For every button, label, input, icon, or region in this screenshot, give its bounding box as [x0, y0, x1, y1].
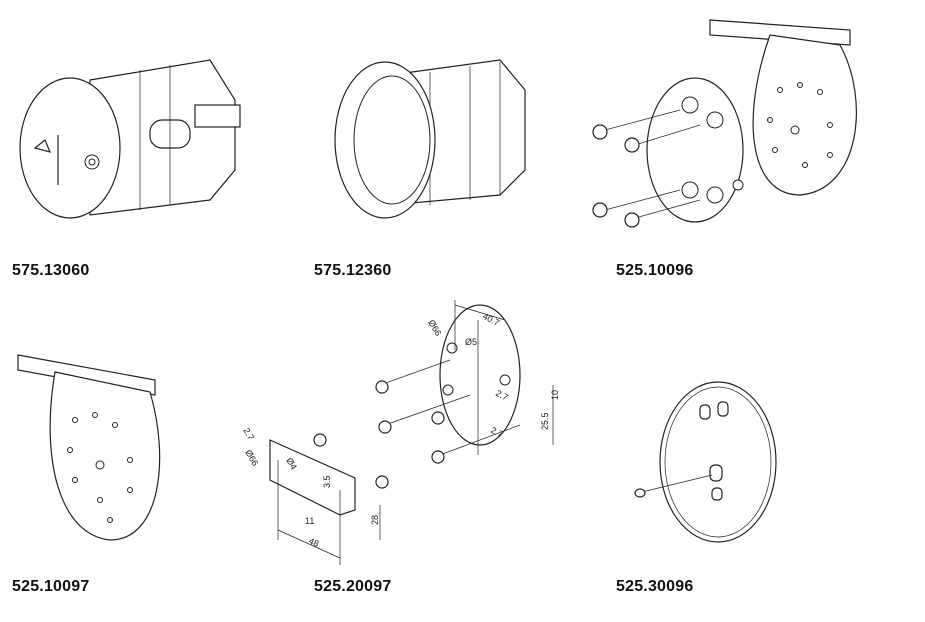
drawing-525-30096: [634, 381, 777, 543]
drawing-525-20097: 40.7 Ø66 Ø5 2.7 10 25.5 2.7 2.7 Ø66 Ø4 3…: [241, 300, 560, 565]
dim-label: Ø5: [465, 337, 477, 347]
dim-label: Ø66: [243, 448, 260, 468]
dim-label: 28: [370, 515, 380, 525]
part-number-label: 575.13060: [12, 262, 90, 279]
drawing-575-12360: [334, 59, 526, 219]
dim-label: 2.7: [241, 426, 256, 442]
part-number-label: 575.12360: [314, 262, 392, 279]
part-number-label: 525.10097: [12, 578, 90, 595]
part-number-label: 525.10096: [616, 262, 694, 279]
dim-label: 10: [550, 390, 560, 400]
dim-label: 11: [305, 516, 314, 526]
drawing-575-13060: [19, 59, 241, 219]
dim-label: 25.5: [540, 412, 550, 430]
part-number-label: 525.30096: [616, 578, 694, 595]
dim-label: 3.5: [322, 475, 332, 488]
dim-label: Ø66: [426, 318, 443, 338]
dim-label: 48: [307, 536, 320, 549]
drawing-525-10097: [17, 354, 161, 541]
part-number-label: 525.20097: [314, 578, 392, 595]
drawing-525-10096: [592, 19, 857, 228]
